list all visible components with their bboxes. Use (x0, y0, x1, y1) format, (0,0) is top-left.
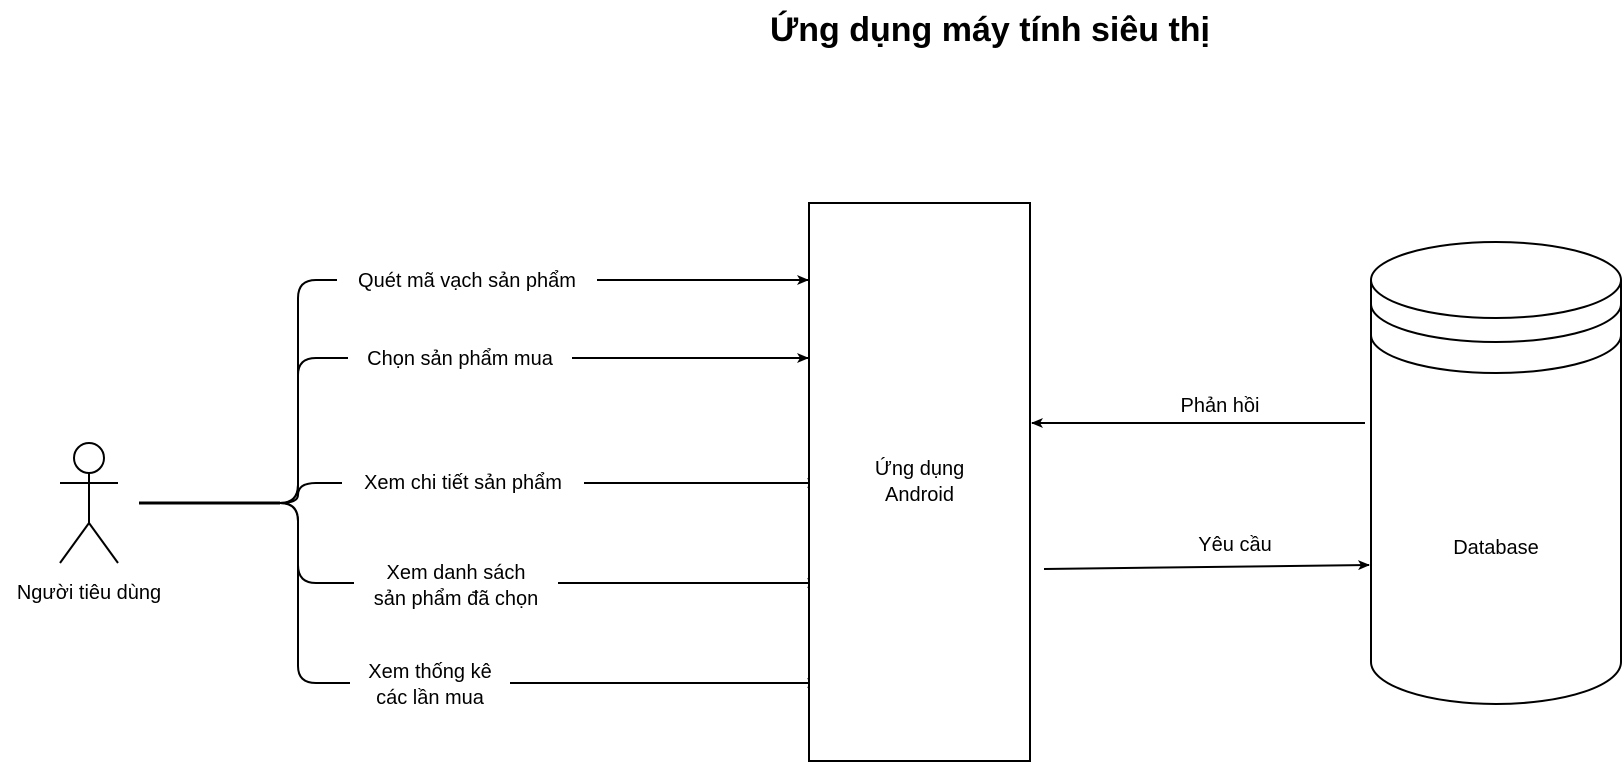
action-label-list: Xem danh sách sản phẩm đã chọn (354, 560, 558, 612)
action-arrows (510, 275, 819, 688)
actor-figure (59, 442, 119, 564)
branch-scan (279, 279, 338, 504)
actor-label: Người tiêu dùng (16, 582, 162, 604)
branch-choose (279, 357, 350, 504)
action-label-scan: Quét mã vạch sản phẩm (337, 268, 597, 294)
app-box-label: Ứng dụng Android (874, 458, 965, 506)
response-label: Phản hồi (1180, 395, 1260, 417)
database-cylinder (1370, 241, 1622, 705)
diagram-title: Ứng dụng máy tính siêu thị (770, 11, 1210, 49)
action-branches (279, 279, 356, 684)
branch-stats (279, 502, 356, 684)
branch-list (279, 502, 356, 584)
request-label: Yêu cầu (1198, 534, 1272, 556)
database-label: Database (1453, 537, 1539, 559)
request-arrow (1043, 560, 1370, 571)
action-label-stats: Xem thống kê các lần mua (350, 659, 510, 711)
action-label-choose: Chọn sản phẩm mua (348, 346, 572, 372)
app-box (808, 202, 1031, 762)
branch-detail (279, 482, 344, 504)
action-label-detail: Xem chi tiết sản phẩm (342, 470, 584, 496)
